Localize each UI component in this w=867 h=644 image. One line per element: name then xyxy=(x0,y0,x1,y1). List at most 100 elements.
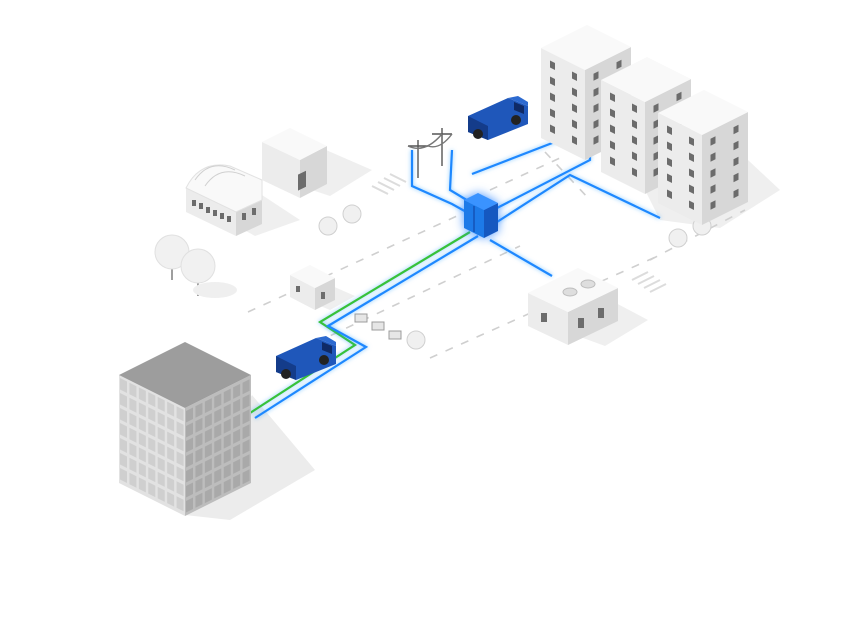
small-house-icon xyxy=(290,265,335,310)
utility-pole-icon xyxy=(407,128,453,178)
window xyxy=(667,125,672,135)
office-window xyxy=(157,471,165,487)
office-window xyxy=(148,437,156,453)
flat-roof-building-icon xyxy=(528,268,618,345)
window xyxy=(653,167,659,177)
window xyxy=(710,136,716,146)
office-window xyxy=(129,397,137,413)
window xyxy=(610,124,615,134)
office-window xyxy=(186,407,193,423)
window xyxy=(572,119,577,129)
window xyxy=(710,200,716,210)
office-window xyxy=(120,453,127,468)
office-window xyxy=(204,488,212,504)
office-window xyxy=(242,409,250,425)
office-window xyxy=(214,408,222,424)
office-window xyxy=(214,423,222,439)
office-window xyxy=(157,486,165,502)
office-window xyxy=(157,426,165,442)
office-window xyxy=(204,413,212,429)
office-window xyxy=(176,406,184,422)
office-window xyxy=(138,477,146,493)
office-window xyxy=(120,378,127,393)
window xyxy=(632,103,637,113)
office-window xyxy=(214,438,222,454)
window xyxy=(610,156,615,166)
office-window xyxy=(242,379,250,395)
office-window xyxy=(129,457,137,473)
office-window xyxy=(242,469,250,485)
office-window xyxy=(129,412,137,428)
office-window xyxy=(148,452,156,468)
office-window xyxy=(195,447,203,463)
office-window xyxy=(176,496,184,512)
tree-icon xyxy=(154,234,237,298)
office-window xyxy=(138,417,146,433)
building-roof xyxy=(541,25,631,70)
office-window xyxy=(120,393,127,408)
house-icon xyxy=(262,128,327,198)
office-window xyxy=(167,446,175,462)
office-building-icon xyxy=(119,342,251,516)
window xyxy=(610,108,615,118)
network-hub-icon xyxy=(464,193,498,238)
window xyxy=(632,151,637,161)
window xyxy=(676,91,682,102)
office-window xyxy=(148,392,156,408)
window xyxy=(550,60,555,70)
office-window xyxy=(195,402,203,418)
window xyxy=(593,135,599,145)
office-window xyxy=(186,497,193,513)
office-roof xyxy=(119,342,251,408)
window xyxy=(653,103,659,113)
office-window xyxy=(195,432,203,448)
window xyxy=(653,135,659,145)
window xyxy=(593,71,599,81)
office-window xyxy=(204,428,212,444)
office-window xyxy=(233,398,241,414)
office-window xyxy=(214,468,222,484)
window xyxy=(667,173,672,183)
office-window xyxy=(214,393,222,409)
office-window xyxy=(242,394,250,410)
window xyxy=(667,189,672,199)
window xyxy=(550,76,555,86)
apartment-building-icon xyxy=(541,25,748,225)
window xyxy=(593,87,599,97)
office-window xyxy=(214,453,222,469)
office-window xyxy=(242,439,250,455)
window xyxy=(733,188,739,199)
office-window xyxy=(157,411,165,427)
window xyxy=(550,124,555,134)
office-window xyxy=(223,463,231,479)
window xyxy=(667,141,672,151)
office-window xyxy=(195,462,203,478)
office-window xyxy=(120,408,127,423)
office-window xyxy=(223,418,231,434)
office-window xyxy=(138,402,146,418)
building-roof xyxy=(658,90,748,135)
window xyxy=(733,140,739,151)
window xyxy=(689,136,694,146)
window xyxy=(689,152,694,162)
window xyxy=(733,124,739,135)
office-window xyxy=(120,438,127,453)
office-window xyxy=(223,433,231,449)
office-window xyxy=(195,417,203,433)
office-window xyxy=(233,413,241,429)
office-window xyxy=(186,467,193,483)
window xyxy=(733,156,739,167)
office-window xyxy=(157,456,165,472)
office-window xyxy=(157,441,165,457)
office-window xyxy=(186,422,193,438)
office-window xyxy=(129,442,137,458)
window xyxy=(572,135,577,145)
window xyxy=(550,108,555,118)
office-window xyxy=(167,491,175,507)
office-window xyxy=(223,478,231,494)
office-window xyxy=(148,482,156,498)
window xyxy=(689,200,694,210)
office-window xyxy=(120,468,127,483)
office-window xyxy=(242,454,250,470)
equipment-icon xyxy=(354,313,402,340)
